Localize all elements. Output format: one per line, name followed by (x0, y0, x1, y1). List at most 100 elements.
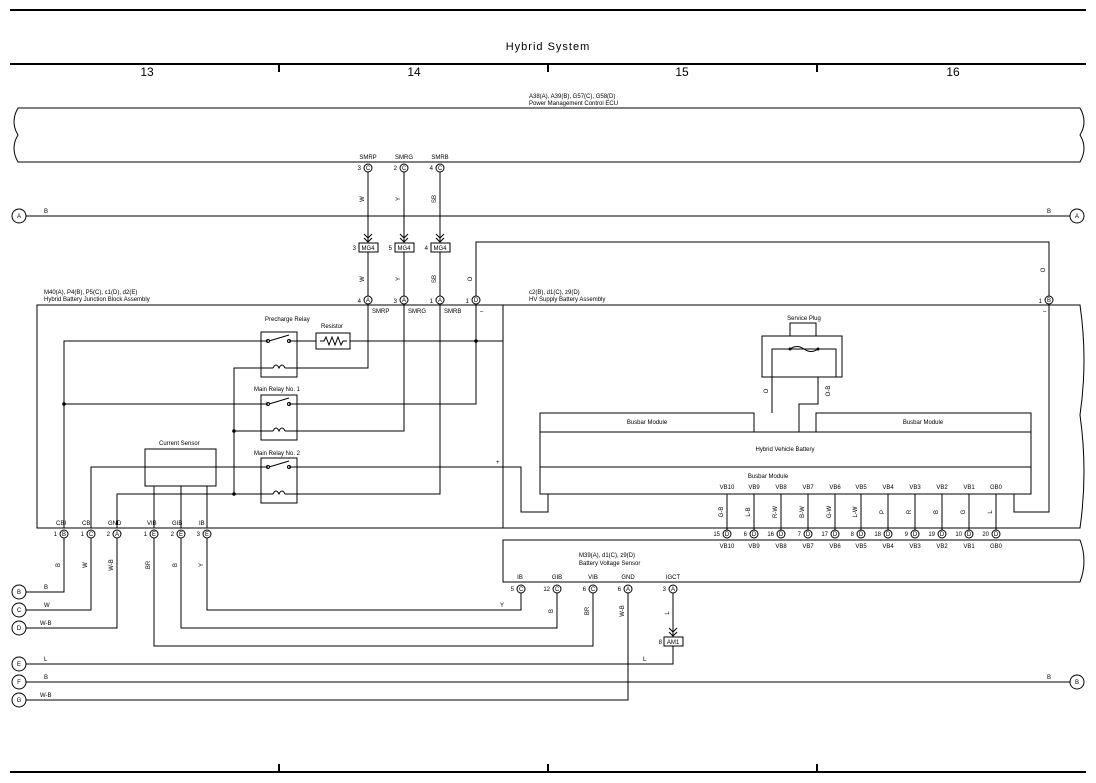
resistor: Resistor (315, 324, 351, 350)
svg-text:6: 6 (744, 532, 748, 538)
svg-text:3: 3 (394, 299, 398, 305)
wire-mg-smrg: Y (396, 277, 402, 281)
svg-text:A: A (17, 214, 21, 220)
svg-text:G-W: G-W (827, 505, 833, 518)
wire-f-b: B (44, 675, 48, 681)
node-f: F (11, 674, 27, 690)
wire-bv-gib: B (549, 609, 555, 613)
svg-text:B: B (1047, 298, 1051, 304)
svg-text:17: 17 (821, 532, 828, 538)
ecu-pin-smrp: SMRP 3 C (358, 155, 377, 173)
svg-text:SMRB: SMRB (444, 309, 461, 315)
svg-text:R: R (907, 509, 913, 514)
svg-text:1: 1 (54, 532, 58, 538)
svg-text:VB9: VB9 (748, 485, 760, 491)
wire-bv-gnd: W-B (620, 605, 626, 617)
svg-text:C: C (366, 166, 371, 172)
svg-text:GB0: GB0 (990, 544, 1003, 550)
svg-text:VB7: VB7 (802, 485, 814, 491)
svg-text:D: D (913, 532, 918, 538)
svg-text:D: D (752, 532, 757, 538)
svg-text:Busbar Module: Busbar Module (627, 420, 668, 426)
svg-text:20: 20 (982, 532, 989, 538)
svg-text:Current Sensor: Current Sensor (159, 441, 200, 447)
node-b: B (11, 584, 27, 600)
svg-text:3: 3 (353, 246, 357, 252)
jb-pin-d1: 1 D – (466, 295, 484, 315)
wire-o-right: O (1041, 267, 1047, 272)
battery-voltage-sensor: M39(A), d1(C), z9(D) Battery Voltage Sen… (502, 539, 1085, 583)
svg-text:D: D (833, 532, 838, 538)
svg-text:Busbar Module: Busbar Module (748, 474, 789, 480)
svg-text:VB8: VB8 (775, 544, 787, 550)
svg-text:G: G (961, 509, 967, 514)
svg-text:8: 8 (659, 640, 663, 646)
hv-pin-b1: 1 B – (1039, 295, 1054, 315)
main-relay-1: Main Relay No. 1 (254, 387, 301, 441)
svg-text:B: B (934, 510, 940, 514)
svg-text:15: 15 (713, 532, 720, 538)
grid-label-14: 14 (407, 65, 421, 79)
hvb-name: HV Supply Battery Assembly (529, 297, 605, 303)
wire-e-l: L (44, 657, 48, 663)
svg-text:VB7: VB7 (802, 544, 814, 550)
grid-label-15: 15 (675, 65, 689, 79)
svg-text:E: E (205, 532, 209, 538)
svg-text:3: 3 (663, 587, 667, 593)
svg-text:GND: GND (621, 575, 635, 581)
svg-text:VB3: VB3 (909, 544, 921, 550)
wire-ecu-smrp: W (360, 196, 366, 202)
busbar-module-right: Busbar Module (815, 412, 1032, 433)
svg-text:1: 1 (1039, 299, 1043, 305)
svg-text:C: C (591, 587, 596, 593)
grid-label-13: 13 (140, 65, 154, 79)
jb-name: Hybrid Battery Junction Block Assembly (44, 297, 150, 303)
mg4-connector-1: 3 MG4 (353, 242, 379, 253)
svg-text:MG4: MG4 (361, 246, 375, 252)
main-relay-2: Main Relay No. 2 (254, 451, 301, 504)
node-b-right: B (1069, 674, 1085, 690)
svg-text:C: C (438, 166, 443, 172)
svg-text:D: D (474, 298, 479, 304)
service-plug: Service Plug (761, 316, 843, 378)
svg-text:D: D (806, 532, 811, 538)
svg-text:D: D (886, 532, 891, 538)
hybrid-vehicle-battery: Hybrid Vehicle Battery (539, 431, 1032, 468)
svg-text:VIB: VIB (588, 575, 598, 581)
svg-text:D: D (940, 532, 945, 538)
svg-text:L-B: L-B (746, 507, 752, 516)
bvs-name: Battery Voltage Sensor (579, 561, 640, 567)
svg-text:A: A (366, 298, 370, 304)
svg-text:VB10: VB10 (720, 485, 735, 491)
node-a-right: A (1069, 208, 1085, 224)
wire-mg-smrb: SB (432, 275, 438, 283)
svg-text:D: D (967, 532, 972, 538)
svg-text:SMRG: SMRG (395, 155, 413, 161)
svg-text:16: 16 (767, 532, 774, 538)
jb-codes: M40(A), P4(B), P5(C), c1(D), d2(E) (44, 290, 137, 296)
svg-text:B: B (17, 590, 21, 596)
svg-text:L: L (988, 510, 994, 514)
svg-text:Main Relay No. 2: Main Relay No. 2 (254, 451, 301, 457)
svg-text:–: – (480, 309, 484, 315)
ecu-name: Power Management Control ECU (529, 101, 618, 107)
svg-text:D: D (859, 532, 864, 538)
am1-connector: 8 AM1 (659, 636, 684, 647)
svg-text:GB0: GB0 (990, 485, 1003, 491)
svg-text:C: C (555, 587, 560, 593)
wire-cbi-w: W (83, 562, 89, 568)
svg-text:4: 4 (425, 246, 429, 252)
svg-text:VB9: VB9 (748, 544, 760, 550)
ecu-pin-smrg: SMRG 2 C (394, 155, 413, 173)
svg-text:D: D (17, 626, 22, 632)
